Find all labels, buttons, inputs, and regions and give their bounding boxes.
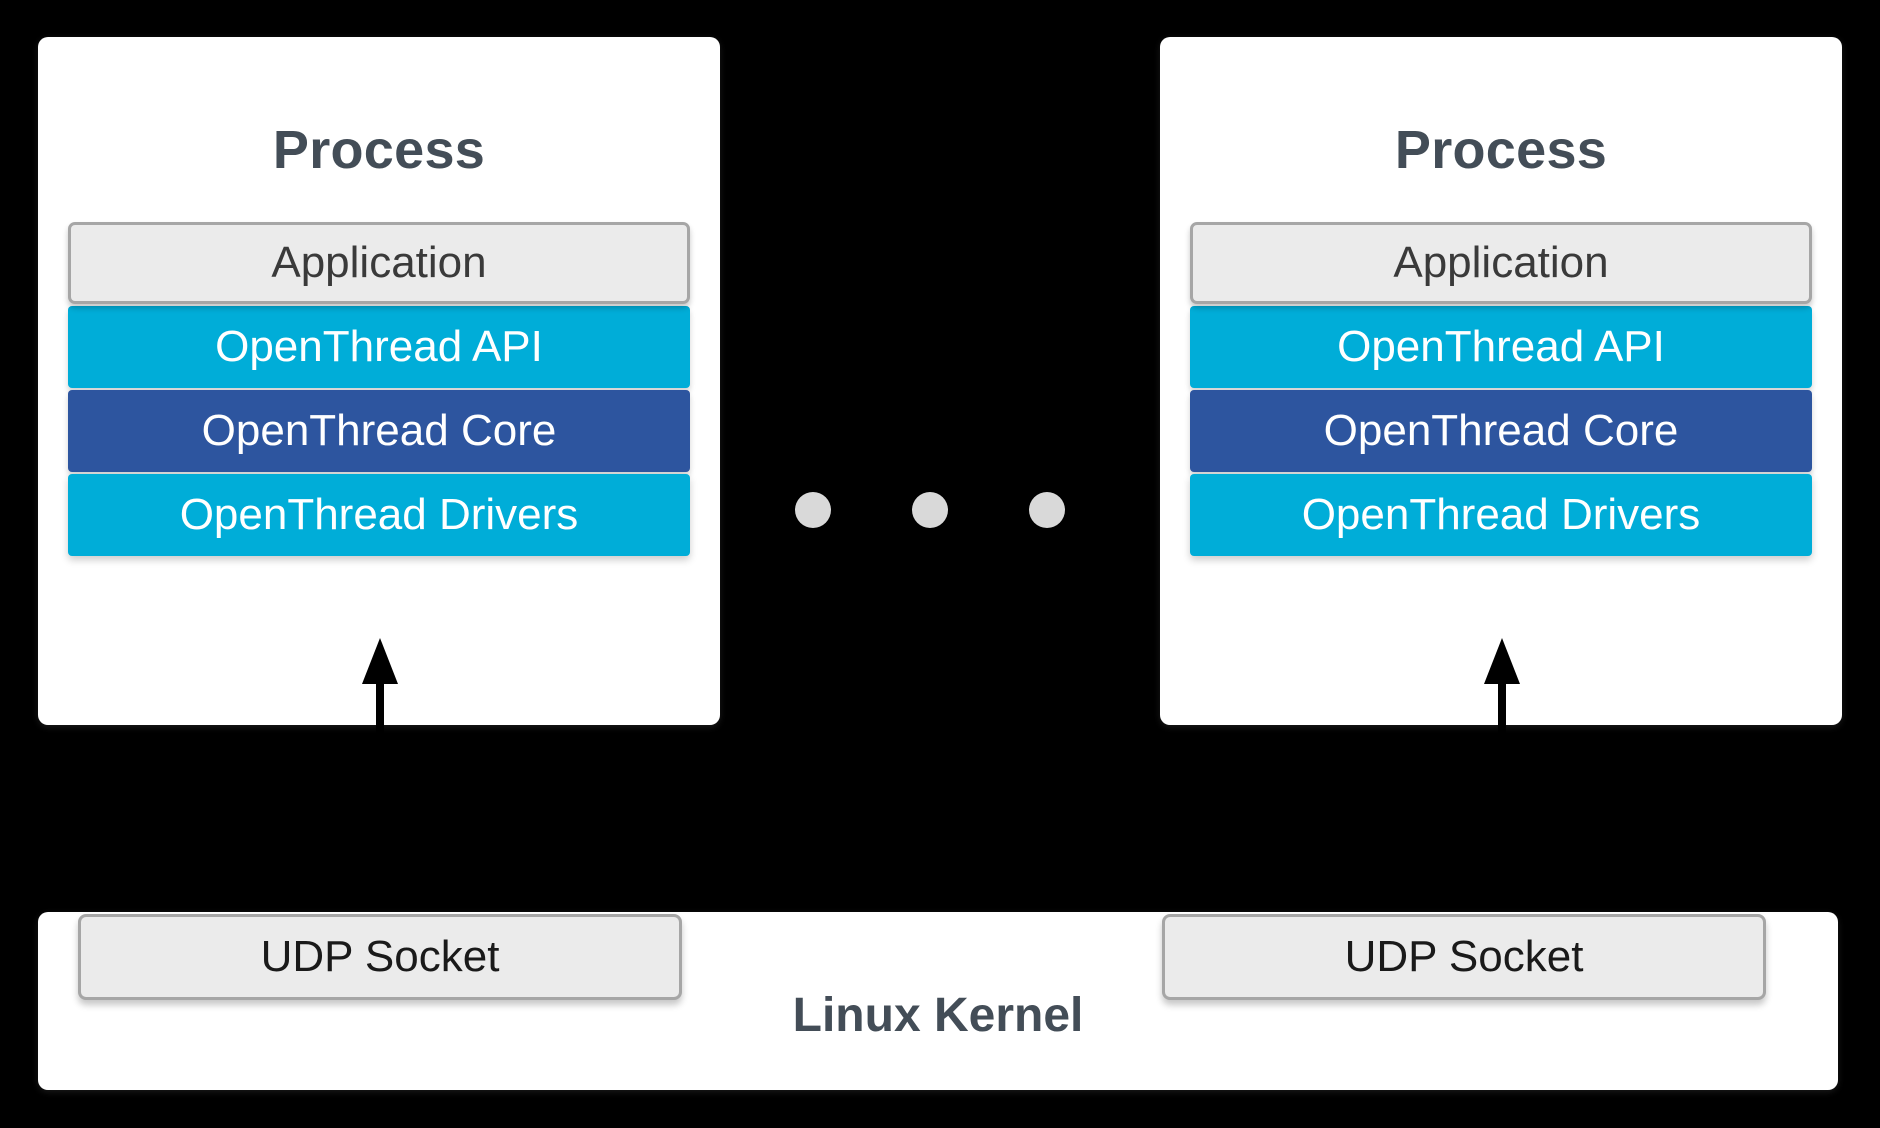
layer-stack-right: Application OpenThread API OpenThread Co…	[1190, 222, 1812, 556]
arrow-up-icon-right	[1484, 638, 1520, 741]
layer-stack-left: Application OpenThread API OpenThread Co…	[68, 222, 690, 556]
linux-kernel-bar: UDP Socket Linux Kernel UDP Socket	[38, 912, 1838, 1090]
process-card-right: Process Application OpenThread API OpenT…	[1160, 37, 1842, 725]
layer-application-left[interactable]: Application	[68, 222, 690, 304]
layer-openthread-core-right[interactable]: OpenThread Core	[1190, 390, 1812, 472]
udp-socket-left[interactable]: UDP Socket	[78, 914, 682, 1000]
ellipsis-dot-icon	[1029, 492, 1065, 528]
arrow-up-icon-left	[362, 638, 398, 741]
layer-openthread-core-left[interactable]: OpenThread Core	[68, 390, 690, 472]
layer-application-right[interactable]: Application	[1190, 222, 1812, 304]
process-card-left: Process Application OpenThread API OpenT…	[38, 37, 720, 725]
layer-openthread-drivers-right[interactable]: OpenThread Drivers	[1190, 474, 1812, 556]
layer-openthread-drivers-left[interactable]: OpenThread Drivers	[68, 474, 690, 556]
process-title-left: Process	[272, 120, 486, 180]
layer-openthread-api-right[interactable]: OpenThread API	[1190, 306, 1812, 388]
udp-socket-right[interactable]: UDP Socket	[1162, 914, 1766, 1000]
ellipsis-dot-icon	[795, 492, 831, 528]
ellipsis-dot-icon	[912, 492, 948, 528]
linux-kernel-title: Linux Kernel	[792, 989, 1084, 1042]
ellipsis-dots	[795, 400, 1065, 620]
layer-openthread-api-left[interactable]: OpenThread API	[68, 306, 690, 388]
process-title-right: Process	[1394, 120, 1608, 180]
